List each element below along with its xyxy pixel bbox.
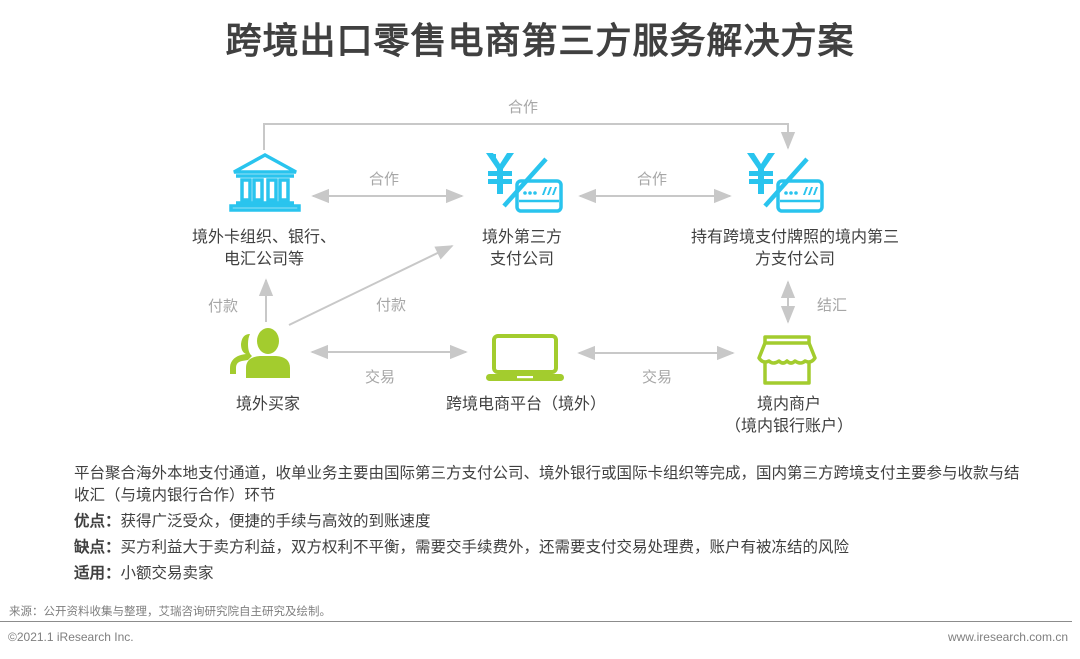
node-label-line: 持有跨境支付牌照的境内第三 (690, 227, 900, 246)
node-label-domestic-third-party: 持有跨境支付牌照的境内第三 方支付公司 (691, 226, 899, 270)
node-label-line: 跨境电商平台（境外） (445, 394, 607, 413)
yen-card-icon (745, 151, 825, 219)
node-label-overseas-buyer: 境外买家 (236, 393, 300, 415)
node-label-domestic-merchant: 境内商户 （境内银行账户） (725, 393, 853, 437)
copyright: ©2021.1 iResearch Inc. (8, 630, 134, 644)
bank-icon (228, 152, 302, 216)
node-label-line: （境内银行账户） (724, 416, 854, 435)
fit-label: 适用： (74, 564, 121, 582)
top-cooperation-connector (263, 123, 796, 150)
node-label-line: 境外第三方 (481, 227, 563, 246)
node-label-overseas-third-party: 境外第三方 支付公司 (482, 226, 562, 270)
cons-text: 买方利益大于卖方利益，双方权利不平衡，需要交手续费外，还需要支付交易处理费，账户… (120, 538, 850, 556)
node-label-overseas-bank: 境外卡组织、银行、 电汇公司等 (192, 226, 336, 270)
edge-label-buyer-platform: 交易 (364, 368, 396, 386)
edge-label-settlement: 结汇 (816, 296, 848, 314)
edge-label-platform-merchant: 交易 (641, 368, 673, 386)
pros-text: 获得广泛受众，便捷的手续与高效的到账速度 (120, 512, 431, 530)
pros-row: 优点：获得广泛受众，便捷的手续与高效的到账速度 (74, 510, 1034, 532)
users-icon (228, 328, 290, 384)
fit-row: 适用：小额交易卖家 (74, 562, 1034, 584)
website-link[interactable]: www.iresearch.com.cn (947, 630, 1068, 644)
page-title: 跨境出口零售电商第三方服务解决方案 (225, 21, 855, 62)
fit-text: 小额交易卖家 (120, 564, 214, 582)
source-note: 来源：公开资料收集与整理，艾瑞咨询研究院自主研究及绘制。 (9, 604, 331, 618)
pros-label: 优点： (74, 512, 121, 530)
edge-label-top-cooperation: 合作 (507, 98, 539, 116)
node-label-line: 方支付公司 (754, 249, 836, 268)
laptop-icon (486, 333, 564, 387)
buyer-thirdparty-arrow (288, 245, 454, 326)
footer-divider (0, 621, 1072, 622)
cons-label: 缺点： (74, 538, 121, 556)
node-label-line: 境外买家 (235, 394, 301, 413)
description-summary: 平台聚合海外本地支付通道，收单业务主要由国际第三方支付公司、境外银行或国际卡组织… (74, 464, 1020, 504)
node-label-line: 境内商户 (756, 394, 822, 413)
node-label-line: 境外卡组织、银行、 (191, 227, 337, 246)
node-label-line: 支付公司 (489, 249, 555, 268)
edge-label-buyer-thirdparty: 付款 (375, 296, 407, 314)
store-icon (755, 334, 819, 390)
description-block: 平台聚合海外本地支付通道，收单业务主要由国际第三方支付公司、境外银行或国际卡组织… (74, 462, 1034, 588)
node-label-line: 电汇公司等 (223, 249, 305, 268)
yen-card-icon (484, 151, 564, 219)
edge-label-thirdparty-domestic: 合作 (636, 170, 668, 188)
edge-label-bank-thirdparty: 合作 (368, 170, 400, 188)
cons-row: 缺点：买方利益大于卖方利益，双方权利不平衡，需要交手续费外，还需要支付交易处理费… (74, 536, 1034, 558)
edge-label-buyer-bank: 付款 (207, 297, 239, 315)
node-label-platform: 跨境电商平台（境外） (446, 393, 606, 415)
